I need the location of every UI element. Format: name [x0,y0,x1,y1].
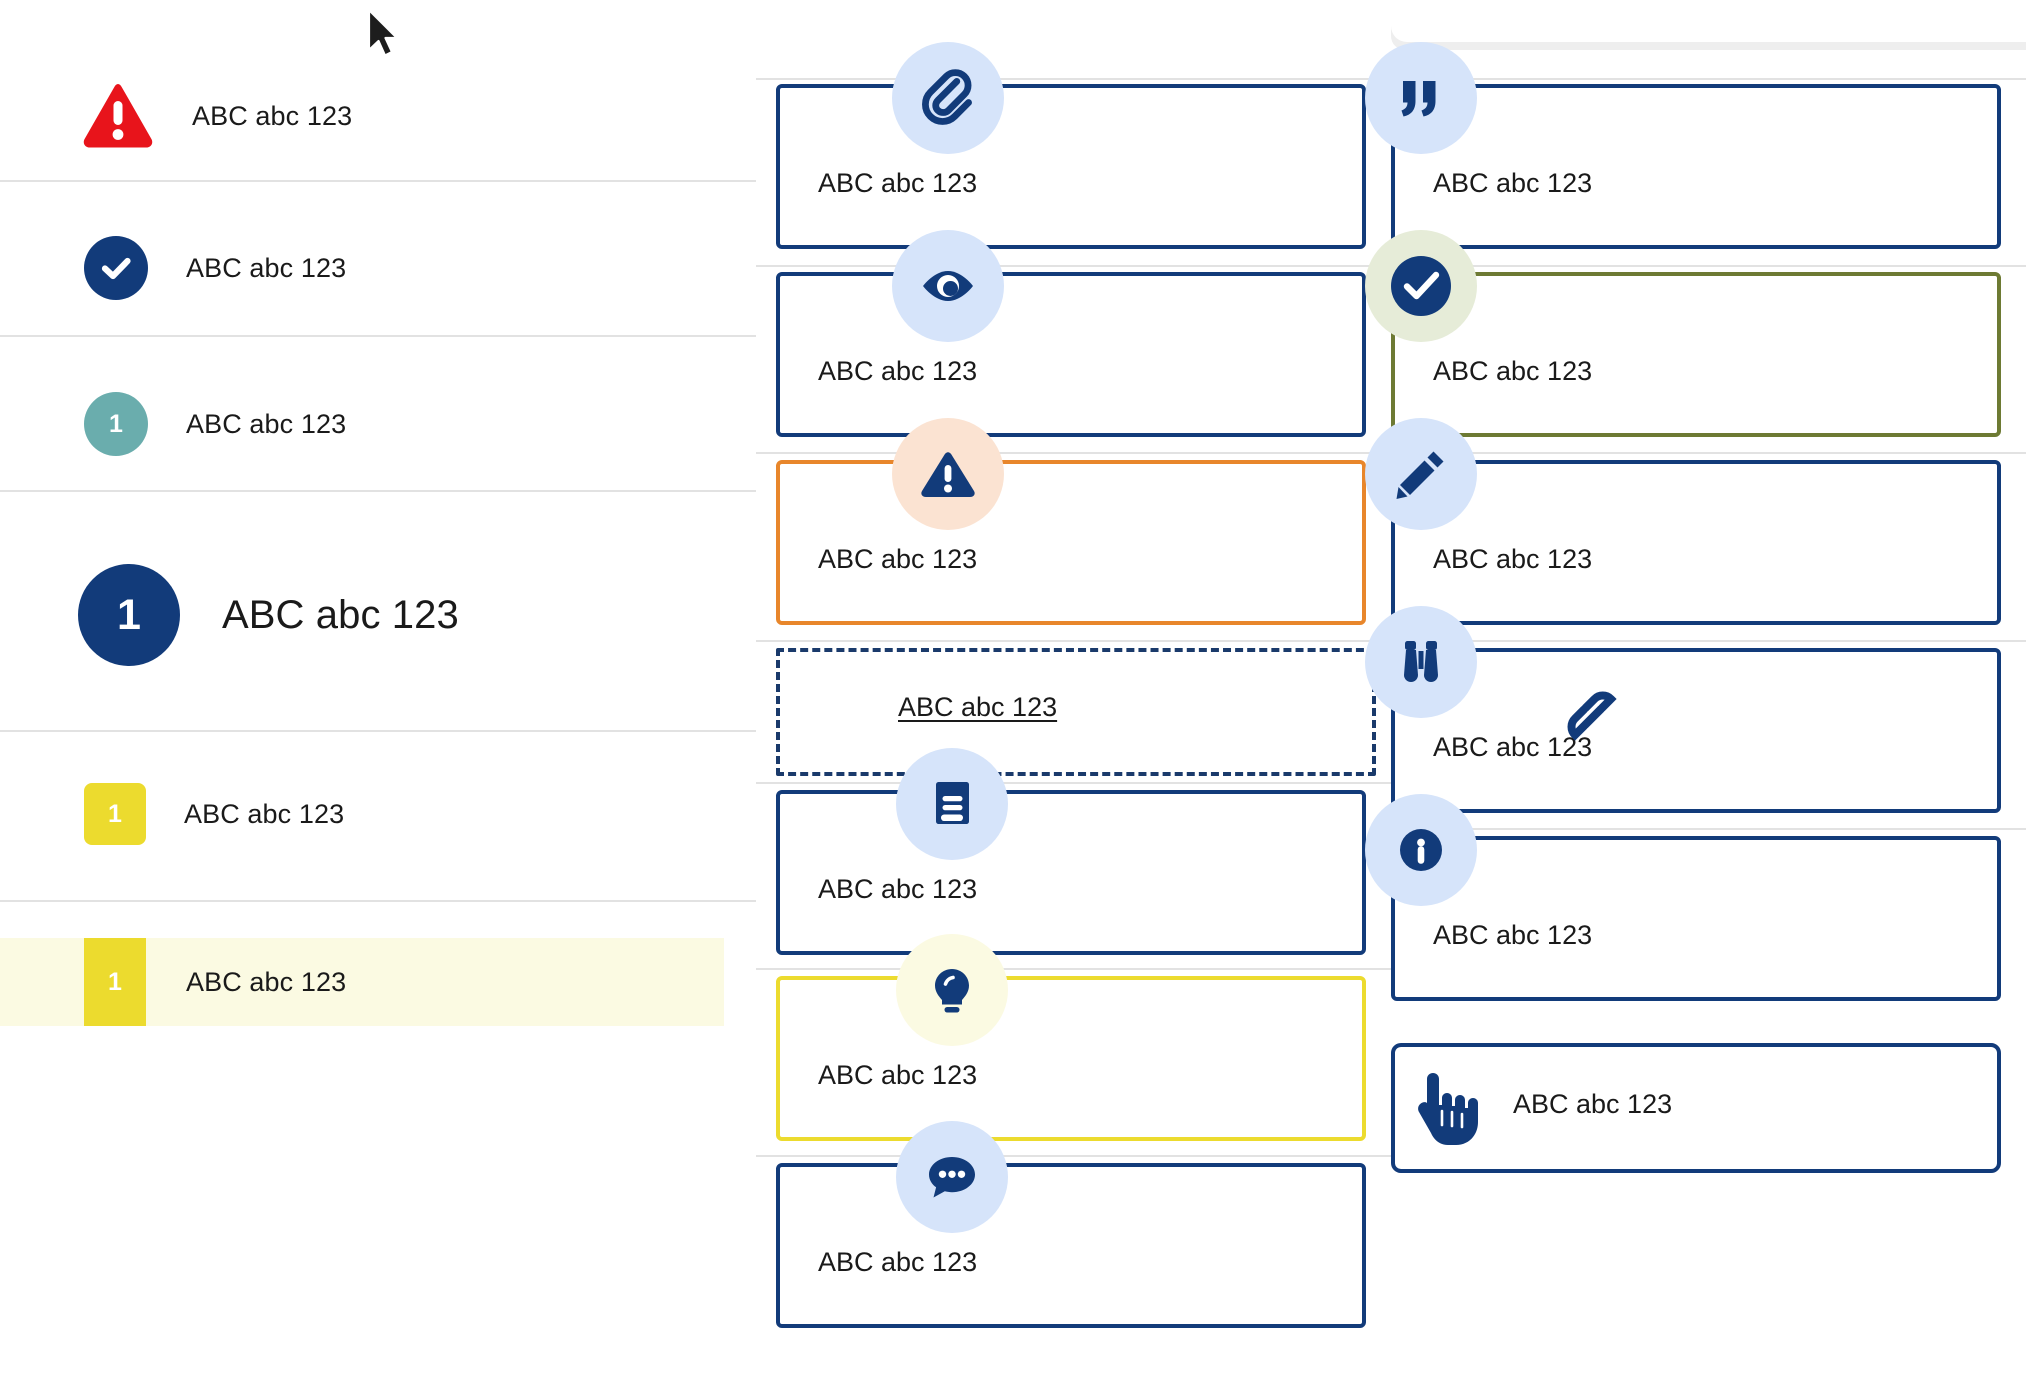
card-label: ABC abc 123 [1433,920,1593,950]
legend-row-alert[interactable]: ABC abc 123 [0,72,756,160]
row-divider [0,730,756,732]
column-separator [1391,452,2026,454]
check-circle-icon [1365,230,1477,342]
card-edit[interactable]: ABC abc 123 [1391,460,2001,625]
eye-icon [892,230,1004,342]
card-observe[interactable]: ABC abc 123 [1391,648,2001,813]
panel-top-edge-inner [1391,0,2026,42]
card-label: ABC abc 123 [818,356,978,386]
warning-triangle-icon [892,418,1004,530]
legend-row-label: ABC abc 123 [186,408,347,439]
check-circle-icon [84,236,148,300]
row-divider [0,180,756,182]
card-label: ABC abc 123 [1513,1089,1673,1119]
legend-row-check[interactable]: ABC abc 123 [0,228,756,308]
badge-number: 1 [108,967,122,996]
binoculars-icon [1365,606,1477,718]
number-badge-circle: 1 [78,564,180,666]
card-tip[interactable]: ABC abc 123 [776,976,1366,1141]
legend-row-label: ABC abc 123 [186,966,347,997]
lightbulb-icon [896,934,1008,1046]
legend-row-teal[interactable]: 1 ABC abc 123 [0,384,756,464]
legend-row-label: ABC abc 123 [192,100,353,131]
column-separator [756,640,1391,642]
link-chain-icon [1556,680,1630,754]
card-success[interactable]: ABC abc 123 [1391,272,2001,437]
badge-number: 1 [117,590,141,639]
column-separator [756,1155,1391,1157]
card-label: ABC abc 123 [818,1060,978,1090]
legend-row-label: ABC abc 123 [186,252,347,283]
legend-row-label: ABC abc 123 [184,798,345,829]
column-separator [756,968,1391,970]
card-action[interactable]: ABC abc 123 [1391,1043,2001,1173]
card-label: ABC abc 123 [818,1247,978,1277]
pointing-hand-icon [1407,1065,1487,1153]
legend-row-yellow[interactable]: 1 ABC abc 123 [0,775,756,853]
card-label: ABC abc 123 [1433,356,1593,386]
card-caution[interactable]: ABC abc 123 [776,460,1366,625]
card-label: ABC abc 123 [818,544,978,574]
column-separator [756,782,1391,784]
warning-triangle-icon [82,83,154,149]
card-label: ABC abc 123 [1433,168,1593,198]
column-separator [1391,265,2026,267]
card-attachment[interactable]: ABC abc 123 [776,84,1366,249]
card-visibility[interactable]: ABC abc 123 [776,272,1366,437]
column-separator [756,452,1391,454]
card-quote[interactable]: ABC abc 123 [1391,84,2001,249]
column-separator [1391,78,2026,80]
legend-row-label: ABC abc 123 [222,592,459,637]
column-separator [1391,640,2026,642]
card-link-label: ABC abc 123 [898,692,1058,722]
row-divider [0,335,756,337]
card-label: ABC abc 123 [818,874,978,904]
column-separator [1391,828,2026,830]
chat-bubble-icon [896,1121,1008,1233]
legend-row-primary[interactable]: 1 ABC abc 123 [0,560,756,670]
badge-number: 1 [108,799,122,828]
row-divider [0,900,756,902]
card-label: ABC abc 123 [1433,544,1593,574]
number-badge-square: 1 [84,783,146,845]
number-badge-square: 1 [84,938,146,1026]
mouse-pointer-icon [366,8,402,60]
pencil-icon [1365,418,1477,530]
book-icon [896,748,1008,860]
legend-row-selected[interactable]: 1 ABC abc 123 [0,938,724,1026]
column-separator [756,78,1391,80]
number-badge-circle: 1 [84,392,148,456]
row-divider [0,490,756,492]
card-label: ABC abc 123 [818,168,978,198]
left-legend-panel: ABC abc 123 ABC abc 123 1 ABC abc 123 1 … [0,0,756,1392]
paperclip-icon [892,42,1004,154]
card-label: ABC abc 123 [1433,732,1593,762]
card-link[interactable]: ABC abc 123 [776,648,1376,776]
card-comment[interactable]: ABC abc 123 [776,1163,1366,1328]
quote-icon [1365,42,1477,154]
info-circle-icon [1365,794,1477,906]
badge-number: 1 [109,409,123,438]
card-info[interactable]: ABC abc 123 [1391,836,2001,1001]
card-reference[interactable]: ABC abc 123 [776,790,1366,955]
column-separator [756,265,1391,267]
